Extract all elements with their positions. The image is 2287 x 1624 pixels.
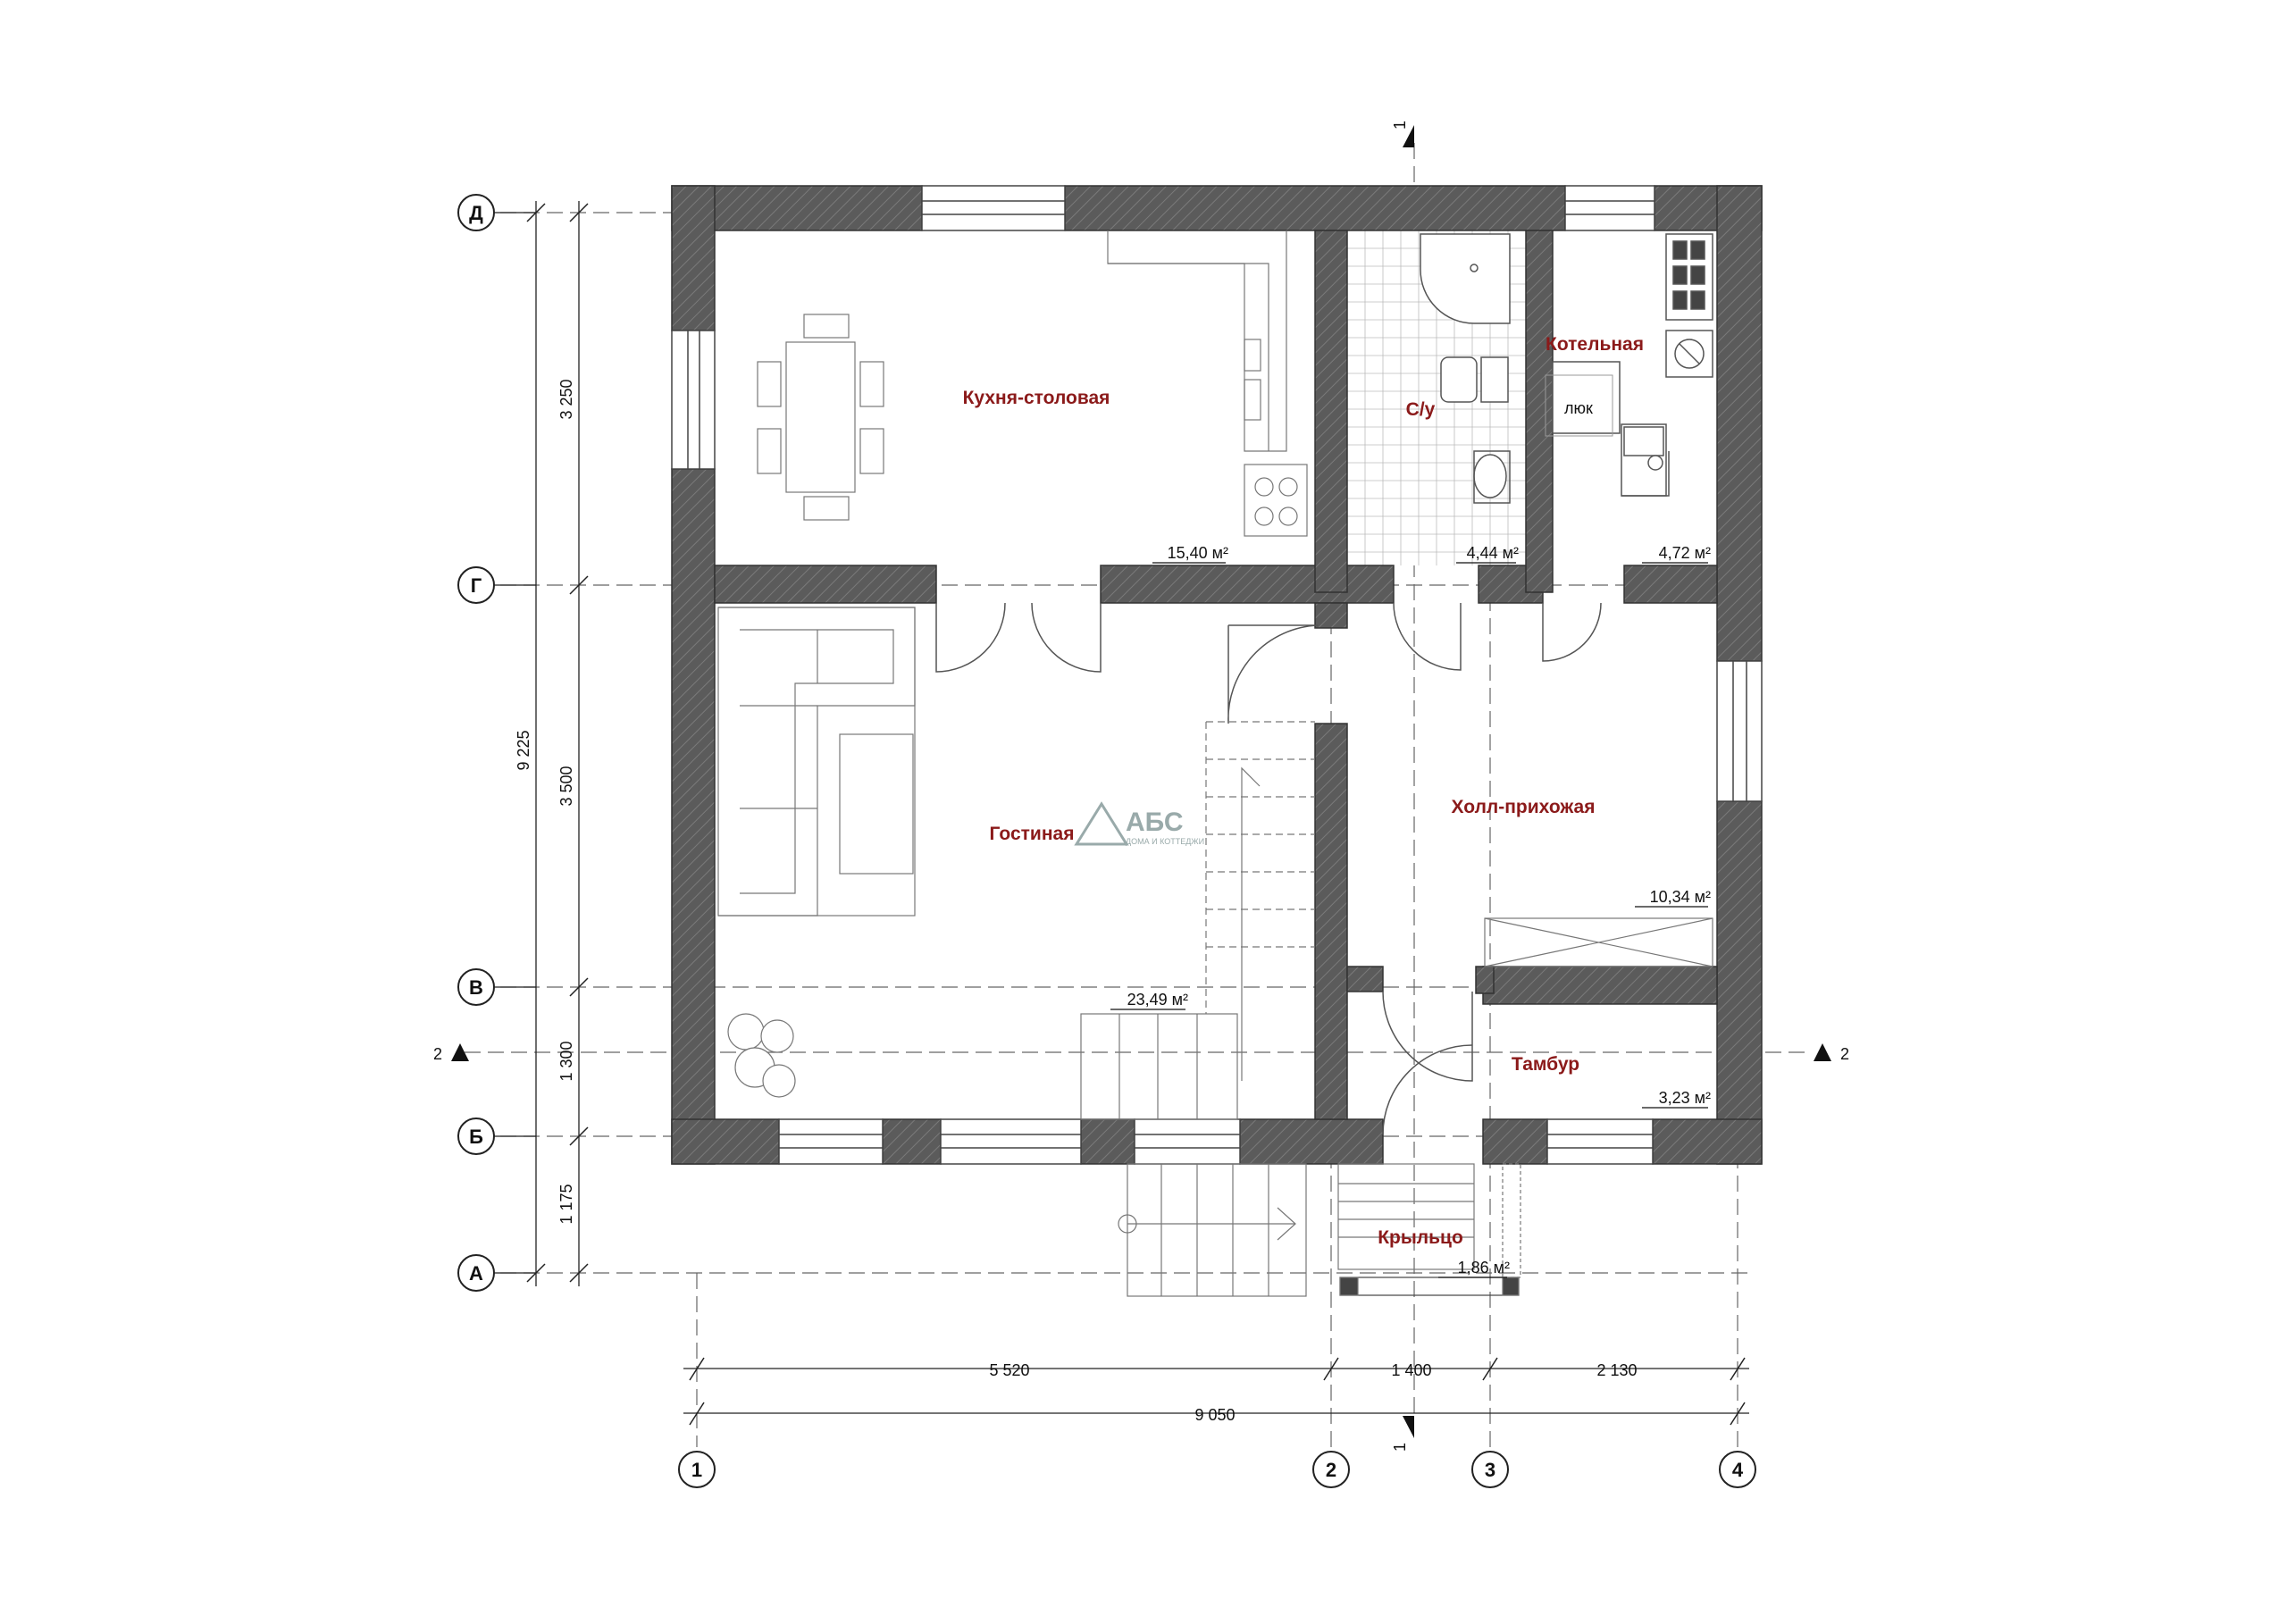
windows (671, 185, 1763, 1165)
room-name-hall: Холл-прихожая (1452, 797, 1596, 817)
dim-total-vertical: 9 225 (515, 730, 532, 770)
staircase (1080, 721, 1521, 1297)
dim-horizontal-3: 2 130 (1596, 1361, 1637, 1379)
dim-vertical-4: 1 175 (557, 1184, 575, 1224)
axis-row-5: А (469, 1262, 483, 1285)
axis-row-3: В (469, 976, 483, 999)
axis-row-2: Г (471, 574, 482, 597)
room-area-vestibule: 3,23 м² (1659, 1089, 1711, 1107)
walls (671, 185, 1763, 1165)
bathroom-fixtures (1420, 233, 1511, 504)
room-area-bathroom: 4,44 м² (1467, 544, 1519, 562)
living-furniture (717, 607, 916, 1098)
logo-subtext: ДОМА И КОТТЕДЖИ (1126, 837, 1204, 846)
room-area-porch: 1,86 м² (1458, 1259, 1510, 1277)
room-area-living: 23,49 м² (1127, 991, 1188, 1009)
hatch-box (1545, 374, 1613, 437)
floors (715, 230, 1526, 565)
hall-wardrobe (1484, 917, 1713, 967)
dim-horizontal-1: 5 520 (989, 1361, 1029, 1379)
boiler-fixtures (1552, 233, 1713, 497)
room-name-porch: Крыльцо (1378, 1227, 1463, 1248)
axis-row-1: Д (469, 202, 483, 224)
section-2-left: 2 (433, 1045, 442, 1063)
doors (935, 602, 1602, 1135)
logo: АБС ДОМА И КОТТЕДЖИ (1074, 801, 1204, 846)
row-axis-markers: Д Г В Б А (457, 194, 536, 1292)
horizontal-dimensions: 5 520 1 400 2 130 9 050 (683, 1357, 1749, 1426)
dim-horizontal-2: 1 400 (1391, 1361, 1431, 1379)
room-name-living: Гостиная (990, 824, 1075, 844)
room-area-kitchen: 15,40 м² (1168, 544, 1228, 562)
room-area-hall: 10,34 м² (1650, 888, 1711, 906)
dim-vertical-2: 3 500 (557, 766, 575, 806)
room-name-vestibule: Тамбур (1512, 1054, 1579, 1075)
axis-col-4: 4 (1732, 1459, 1744, 1481)
axis-col-3: 3 (1485, 1459, 1495, 1481)
logo-text: АБС (1126, 808, 1184, 837)
hatch-label: люк (1564, 399, 1593, 417)
section-1-bottom: 1 (1391, 1443, 1409, 1452)
dim-horizontal-total: 9 050 (1194, 1406, 1235, 1424)
plant-icon (727, 1013, 796, 1098)
room-labels: Кухня-столовая 15,40 м² С/у 4,44 м² Коте… (963, 334, 1711, 1278)
axis-col-2: 2 (1326, 1459, 1336, 1481)
vertical-dimensions: 9 225 3 250 3 500 1 300 1 175 (515, 201, 589, 1286)
room-name-bathroom: С/у (1406, 399, 1436, 420)
room-name-kitchen: Кухня-столовая (963, 388, 1110, 408)
section-markers: 1 1 2 2 (433, 121, 1849, 1452)
axis-row-4: Б (469, 1126, 483, 1148)
section-1-top: 1 (1391, 121, 1409, 130)
dim-vertical-3: 1 300 (557, 1041, 575, 1081)
dim-vertical-1: 3 250 (557, 379, 575, 419)
kitchen-furniture (757, 230, 1308, 537)
axis-col-1: 1 (691, 1459, 702, 1481)
room-area-boiler: 4,72 м² (1659, 544, 1711, 562)
room-name-boiler: Котельная (1546, 334, 1644, 355)
column-axis-markers: 1 2 3 4 (678, 1451, 1756, 1488)
section-2-right: 2 (1840, 1045, 1849, 1063)
